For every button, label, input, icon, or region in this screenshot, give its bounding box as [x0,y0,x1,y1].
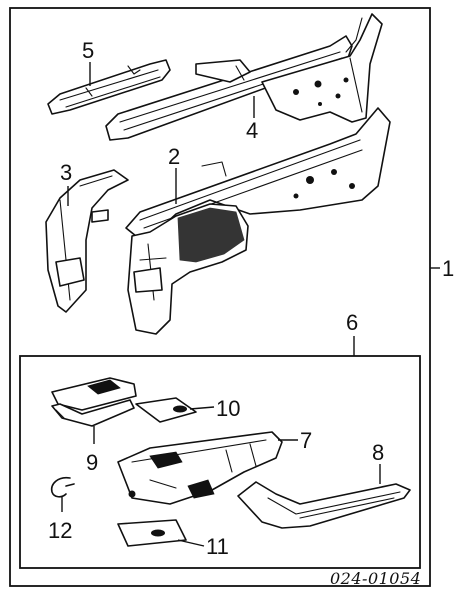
callout-11: 11 [206,534,229,559]
callout-3: 3 [60,160,72,185]
callout-6: 6 [346,310,358,335]
outer-frame [9,7,431,587]
callout-8: 8 [372,440,384,465]
callout-12: 12 [48,518,72,543]
callout-7: 7 [300,428,312,453]
part-11-plate [117,519,187,547]
callout-5: 5 [82,38,94,63]
part-3-wheelhouse [45,169,129,313]
part-7-member [117,431,283,505]
part-9-bracket [51,377,137,427]
callout-9: 9 [86,450,98,475]
leader-lines [61,62,440,547]
part-2-apron [125,107,391,335]
part-12-clip [50,476,75,498]
part-10-plate [135,397,197,423]
subassembly-frame [19,355,421,569]
callout-1: 1 [442,256,454,281]
part-4-upper-rail [105,13,383,141]
part-8-support [237,481,411,529]
callout-2: 2 [168,144,180,169]
callout-10: 10 [216,396,240,421]
callout-4: 4 [246,118,258,143]
diagram-code: 024-01054 [330,569,421,588]
